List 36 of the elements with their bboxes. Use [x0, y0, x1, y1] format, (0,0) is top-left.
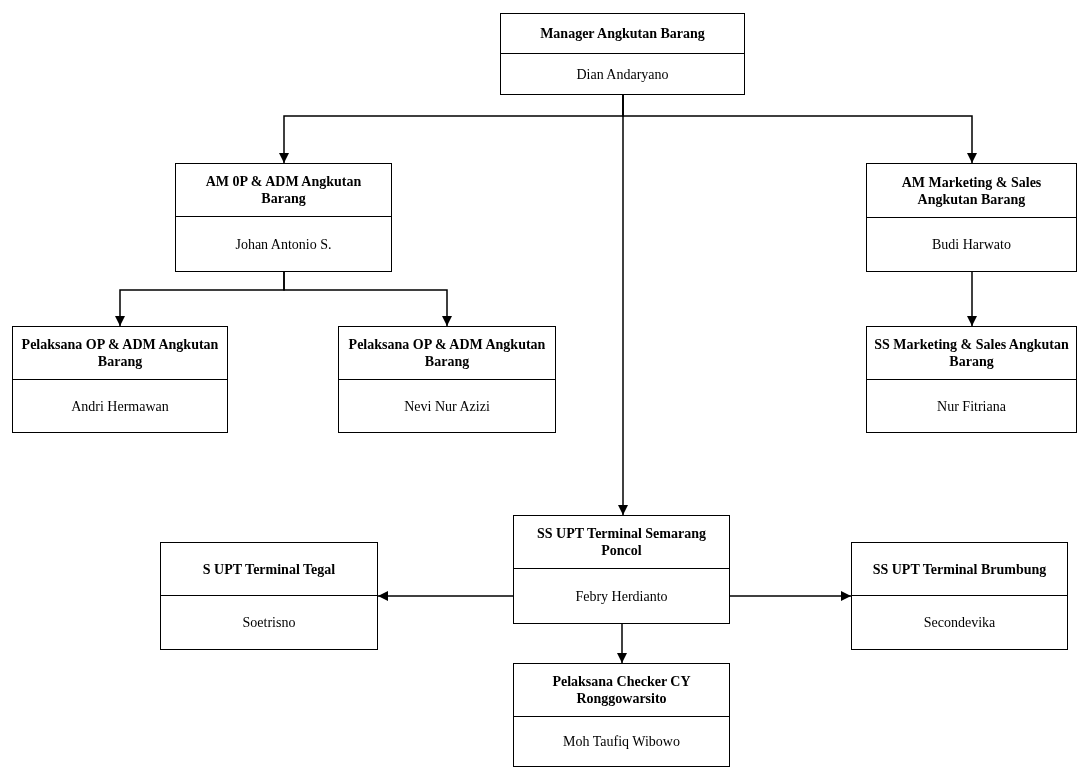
arrow — [729, 591, 852, 601]
job-title: AM Marketing & Sales Angkutan Barang — [900, 173, 1043, 208]
position-box — [12, 326, 228, 433]
job-title: Pelaksana OP & ADM Angkutan Barang — [20, 336, 220, 370]
arrow — [618, 94, 628, 516]
position-box — [175, 163, 392, 272]
person-name: Secondevika — [923, 614, 996, 631]
job-title: AM 0P & ADM Angkutan Barang — [204, 173, 363, 207]
position-box — [513, 515, 730, 624]
arrow — [377, 591, 514, 601]
position-box — [866, 163, 1077, 272]
arrow — [283, 271, 452, 327]
person-name: Andri Hermawan — [71, 397, 169, 415]
person-name: Febry Herdianto — [575, 587, 668, 605]
arrow — [967, 271, 977, 327]
job-title: Pelaksana Checker CY Ronggowarsito — [551, 673, 692, 707]
position-box — [866, 326, 1077, 433]
job-title: SS UPT Terminal Semarang Poncol — [536, 525, 707, 559]
job-title: SS UPT Terminal Brumbung — [872, 560, 1047, 578]
position-box — [500, 13, 745, 95]
job-title: S UPT Terminal Tegal — [202, 560, 336, 578]
position-box — [338, 326, 556, 433]
person-name: Budi Harwato — [932, 236, 1011, 253]
arrow — [617, 623, 627, 664]
position-box — [160, 542, 378, 650]
person-name: Moh Taufiq Wibowo — [563, 733, 680, 750]
person-name: Dian Andaryano — [576, 65, 669, 83]
job-title: Manager Angkutan Barang — [540, 25, 705, 42]
position-box — [513, 663, 730, 767]
person-name: Nevi Nur Azizi — [404, 397, 490, 415]
job-title: SS Marketing & Sales Angkutan Barang — [873, 336, 1070, 370]
person-name: Johan Antonio S. — [235, 235, 332, 253]
position-box — [851, 542, 1068, 650]
person-name: Soetrisno — [242, 614, 296, 631]
person-name: Nur Fitriana — [937, 397, 1006, 415]
job-title: Pelaksana OP & ADM Angkutan Barang — [347, 336, 547, 370]
